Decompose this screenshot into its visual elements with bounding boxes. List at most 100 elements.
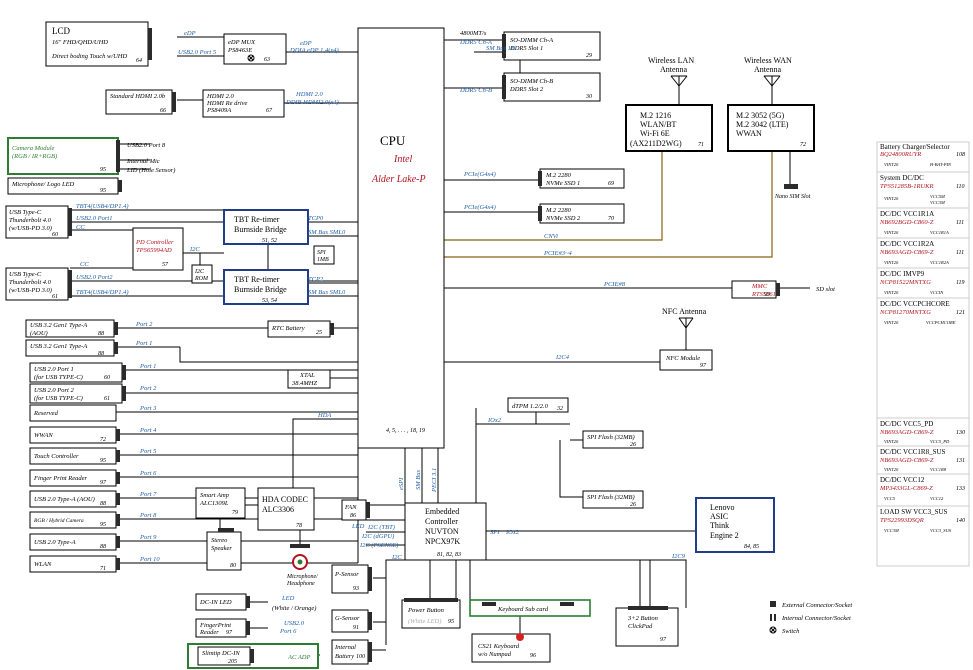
power-entry: LOAD SW VCC3_SUS TPS22993DSQR 140 VCC3M … — [877, 505, 969, 533]
smart-amp-l1: Smart Amp — [200, 492, 230, 499]
tbt2-l2: Burnside Bridge — [234, 285, 287, 294]
g-sensor-num: 91 — [353, 625, 359, 631]
usb32-1-num: 88 — [98, 331, 104, 337]
camera-lid: LID (Hole Sensor) — [126, 167, 175, 174]
spi-flash1-box — [582, 430, 644, 449]
left-item-port: Port 10 — [139, 556, 160, 563]
wwan-ant-l2: Antenna — [754, 65, 782, 74]
sig-pcie-g4b: PCIe(G4x4) — [463, 204, 496, 211]
mmc-l1: MMC — [751, 283, 768, 290]
tbt1-box — [223, 209, 309, 245]
sig-tbt4-a: TBT4(USB4/DP1.4) — [76, 203, 129, 210]
usb32-1-port: Port 2 — [135, 321, 153, 328]
hdmi-redriver-l1: HDMI 2.0 — [206, 93, 234, 100]
wlan-l2: WLAN/BT — [640, 120, 677, 129]
clickpad-l2: ClickPad — [628, 623, 653, 630]
smart-amp-l2: ALC1309L — [199, 500, 229, 507]
hdmi-redriver-num: 67 — [266, 108, 273, 114]
left-item-label: WWAN — [34, 432, 53, 439]
dcin-led-link-l2: (White / Orange) — [272, 605, 316, 612]
ec-box — [404, 502, 487, 561]
nfc-box — [659, 349, 713, 371]
sig-ddia: DDIA eDP 1.4(x4) — [289, 47, 339, 54]
power-entry-title: DC/DC IMVP9 — [880, 270, 925, 278]
left-item-label: RGB / Hybrid Camera — [33, 518, 84, 524]
usb20c-2-l1: USB 2.0 Port 2 — [34, 387, 74, 394]
dimm1-l1: SO-DIMM Ch-A — [510, 37, 553, 44]
power-entry-num: 121 — [956, 310, 965, 316]
power-entry-num: 140 — [956, 517, 965, 524]
sig-spi: SPI — [490, 529, 500, 536]
left-item-num: 97 — [100, 480, 107, 486]
usb20c-2-num: 61 — [104, 396, 110, 402]
usbc2-box — [5, 267, 69, 301]
power-entry-part: NCP81270MNTXG — [879, 309, 931, 316]
usb32-2-num: 88 — [98, 351, 104, 357]
lcd-box — [45, 21, 149, 67]
left-item-port: Port 6 — [139, 470, 157, 477]
left-item-label: WLAN — [34, 561, 52, 568]
wlan-ant-l2: Antenna — [660, 65, 688, 74]
ssd1-num: 69 — [608, 181, 614, 187]
external-connector-icon — [770, 601, 776, 607]
sig-cnvi: CNVi — [544, 233, 558, 240]
sig-usb-p1: USB2.0 Port1 — [76, 215, 112, 222]
dimm1-box — [503, 31, 601, 61]
sig-i2c-ps: I2C — [391, 554, 402, 561]
power-entry-num: 108 — [956, 152, 965, 158]
stereo-num: 80 — [230, 563, 236, 569]
keyboard-l1: CS21 Keyboard — [478, 643, 520, 650]
power-entry: Battery Charger/Selector BQ24800RUYR 108… — [877, 141, 969, 167]
dcin-led-label: DC-IN LED — [199, 599, 232, 606]
xtal-l1: XTAL — [299, 372, 315, 379]
ec-l1: Embedded — [425, 507, 459, 516]
cpu-vendor: Intel — [393, 154, 413, 165]
legend: External Connector/Socket Internal Conne… — [769, 601, 852, 635]
legend-label: Switch — [782, 628, 799, 635]
power-entry-pin: VINT20 — [884, 260, 899, 265]
stereo-l1: Stereo — [211, 537, 228, 544]
power-entry-title: Battery Charger/Selector — [880, 143, 950, 151]
headphone-l2: Headphone — [286, 581, 315, 587]
sig-hdmi20: HDMI 2.0 — [295, 91, 323, 98]
hdmi-redriver-box — [202, 89, 285, 118]
power-entry-title: LOAD SW VCC3_SUS — [880, 508, 948, 516]
sig-pcie-34: PCIE#3~4 — [543, 250, 572, 257]
sig-smbus-1b: SM Bus 1B — [486, 45, 515, 52]
sig-lox2-a: IOx2 — [487, 417, 502, 424]
usb32-2-port: Port 1 — [135, 340, 152, 347]
ac-adp: AC ADP — [287, 654, 310, 661]
spi-rom-l2: 1MB — [317, 257, 329, 263]
keyboard-num: 96 — [530, 653, 536, 659]
lenovo-asic-l4: Engine 2 — [710, 531, 739, 540]
wlan-l4: (AX211D2WG) — [630, 139, 682, 148]
usbc1-num: 60 — [52, 232, 58, 238]
slimtip-label: Slimtip DC-IN — [202, 650, 240, 657]
power-entry-part: BQ24800RUYR — [880, 151, 921, 158]
fpr-link-l2: Port 6 — [279, 628, 297, 635]
left-item-num: 88 — [100, 544, 106, 550]
tbt2-num: 53, 54 — [262, 297, 277, 304]
i2c-rom-l2: ROM — [194, 276, 209, 282]
power-entry: DC/DC VCC1R1A NB692BGD-C860-Z 111 VINT20… — [877, 207, 969, 235]
wlan-box — [625, 104, 713, 152]
int-batt-num: 100 — [356, 654, 365, 660]
sd-slot: SD slot — [816, 286, 835, 293]
hda-codec-l2: ALC3306 — [262, 505, 294, 514]
left-item-num: 72 — [100, 437, 106, 443]
clickpad-num: 97 — [660, 637, 667, 643]
usbc2-l3: (w/USB-PD 3.0) — [9, 287, 52, 294]
hdmi-port-box — [105, 89, 173, 115]
cpu-model: Alder Lake-P — [371, 174, 426, 185]
nano-sim-connector — [784, 184, 798, 189]
left-item-port: Port 9 — [139, 534, 157, 541]
hda-codec-num: 78 — [296, 523, 302, 529]
edp-mux-l1: eDP MUX — [228, 39, 256, 46]
power-entry-pin: VCCIN — [930, 290, 944, 295]
power-entry-title: DC/DC VCC5_PD — [880, 420, 933, 428]
xtal-box — [287, 369, 331, 389]
legend-label: External Connector/Socket — [781, 602, 852, 609]
usb32-1-sub: (AOU) — [30, 330, 48, 337]
dtpm-box — [507, 397, 569, 413]
boxes: CPU Intel Alder Lake-P 4, 5, . . . , 18,… — [5, 21, 835, 669]
